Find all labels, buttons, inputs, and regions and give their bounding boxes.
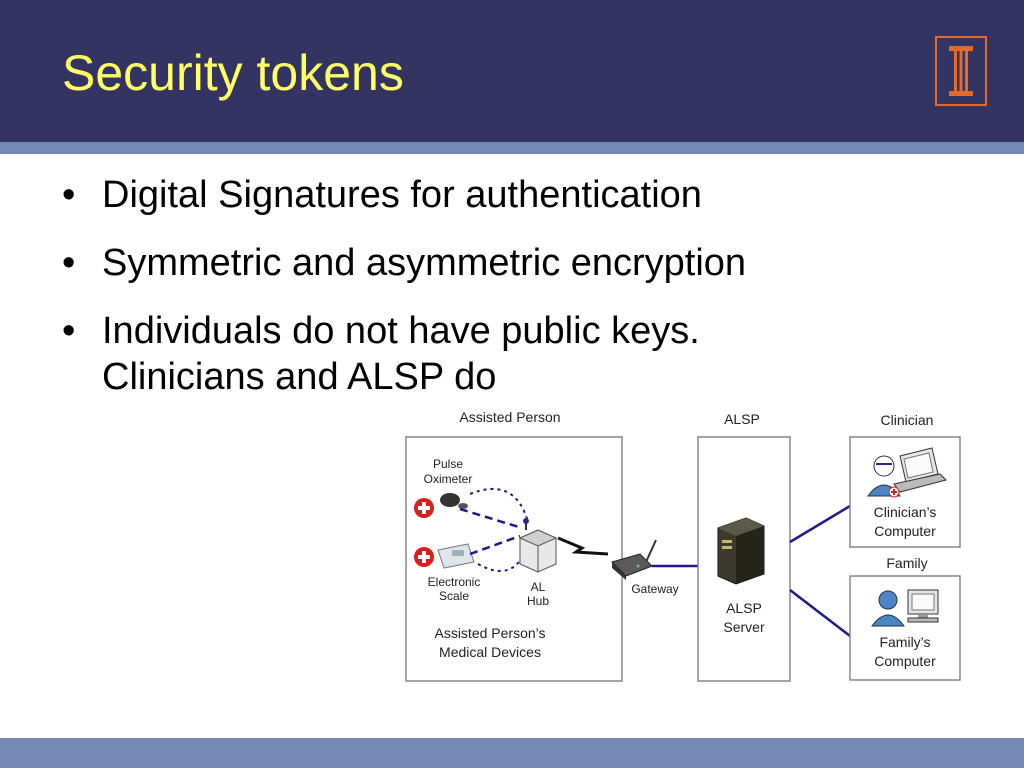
pulse-oximeter-icon — [440, 493, 468, 509]
al-hub-label: AL — [531, 580, 546, 594]
wireless-link — [469, 534, 521, 556]
server-icon — [717, 517, 765, 585]
bullet-item: • Individuals do not have public keys. C… — [62, 308, 746, 400]
family-computer-label: Family’s — [879, 634, 930, 650]
bullet-text-continued: Clinicians and ALSP do — [102, 356, 497, 398]
wireless-link — [459, 507, 523, 530]
clinician-computer-label: Clinician’s — [874, 504, 937, 520]
gateway-router-icon — [611, 539, 657, 580]
bullet-item: • Symmetric and asymmetric encryption — [62, 240, 746, 286]
university-logo-icon — [935, 36, 987, 106]
bullet-text: Symmetric and asymmetric encryption — [102, 242, 747, 284]
clinician-laptop-icon — [893, 447, 947, 493]
bullet-text: Digital Signatures for authentication — [102, 174, 702, 216]
medical-cross-icon — [414, 547, 434, 567]
architecture-diagram: Assisted Person Pulse Oximeter Electroni… — [405, 409, 961, 682]
gateway-label: Gateway — [631, 582, 678, 596]
family-computer-label: Computer — [874, 653, 936, 669]
family-title: Family — [886, 555, 927, 571]
wireless-bolt-icon — [557, 536, 609, 556]
network-link — [789, 589, 851, 637]
alsp-server-label: ALSP — [726, 600, 762, 616]
devices-label: Assisted Person’s — [434, 625, 545, 641]
pulse-oximeter-label: Oximeter — [424, 472, 473, 486]
al-hub-icon — [518, 518, 558, 573]
family-computer-icon — [907, 589, 939, 623]
assisted-person-title: Assisted Person — [459, 409, 560, 425]
network-link — [789, 504, 851, 544]
clinician-avatar-icon — [867, 455, 901, 498]
clinician-computer-label: Computer — [874, 523, 936, 539]
electronic-scale-icon — [437, 543, 475, 569]
bullet-item: • Digital Signatures for authentication — [62, 172, 746, 218]
bullet-list: • Digital Signatures for authentication … — [62, 172, 746, 422]
electronic-scale-label: Electronic — [428, 575, 481, 589]
al-hub-label: Hub — [527, 594, 549, 608]
family-user-icon — [871, 590, 905, 627]
bullet-dot: • — [62, 174, 76, 216]
bullet-dot: • — [62, 242, 76, 284]
alsp-title: ALSP — [724, 411, 760, 427]
slide-title: Security tokens — [62, 45, 404, 101]
bullet-text: Individuals do not have public keys. — [102, 310, 700, 352]
family-box — [849, 575, 961, 681]
electronic-scale-label: Scale — [439, 589, 469, 603]
bullet-dot: • — [62, 310, 76, 352]
alsp-server-label: Server — [723, 619, 765, 635]
clinician-title: Clinician — [881, 412, 934, 428]
pulse-oximeter-label: Pulse — [433, 457, 463, 471]
medical-cross-icon — [414, 498, 434, 518]
devices-label: Medical Devices — [439, 644, 541, 660]
title-bar — [0, 0, 1024, 142]
title-bar-stripe — [0, 142, 1024, 154]
footer-bar — [0, 738, 1024, 768]
wireless-link — [469, 487, 529, 523]
